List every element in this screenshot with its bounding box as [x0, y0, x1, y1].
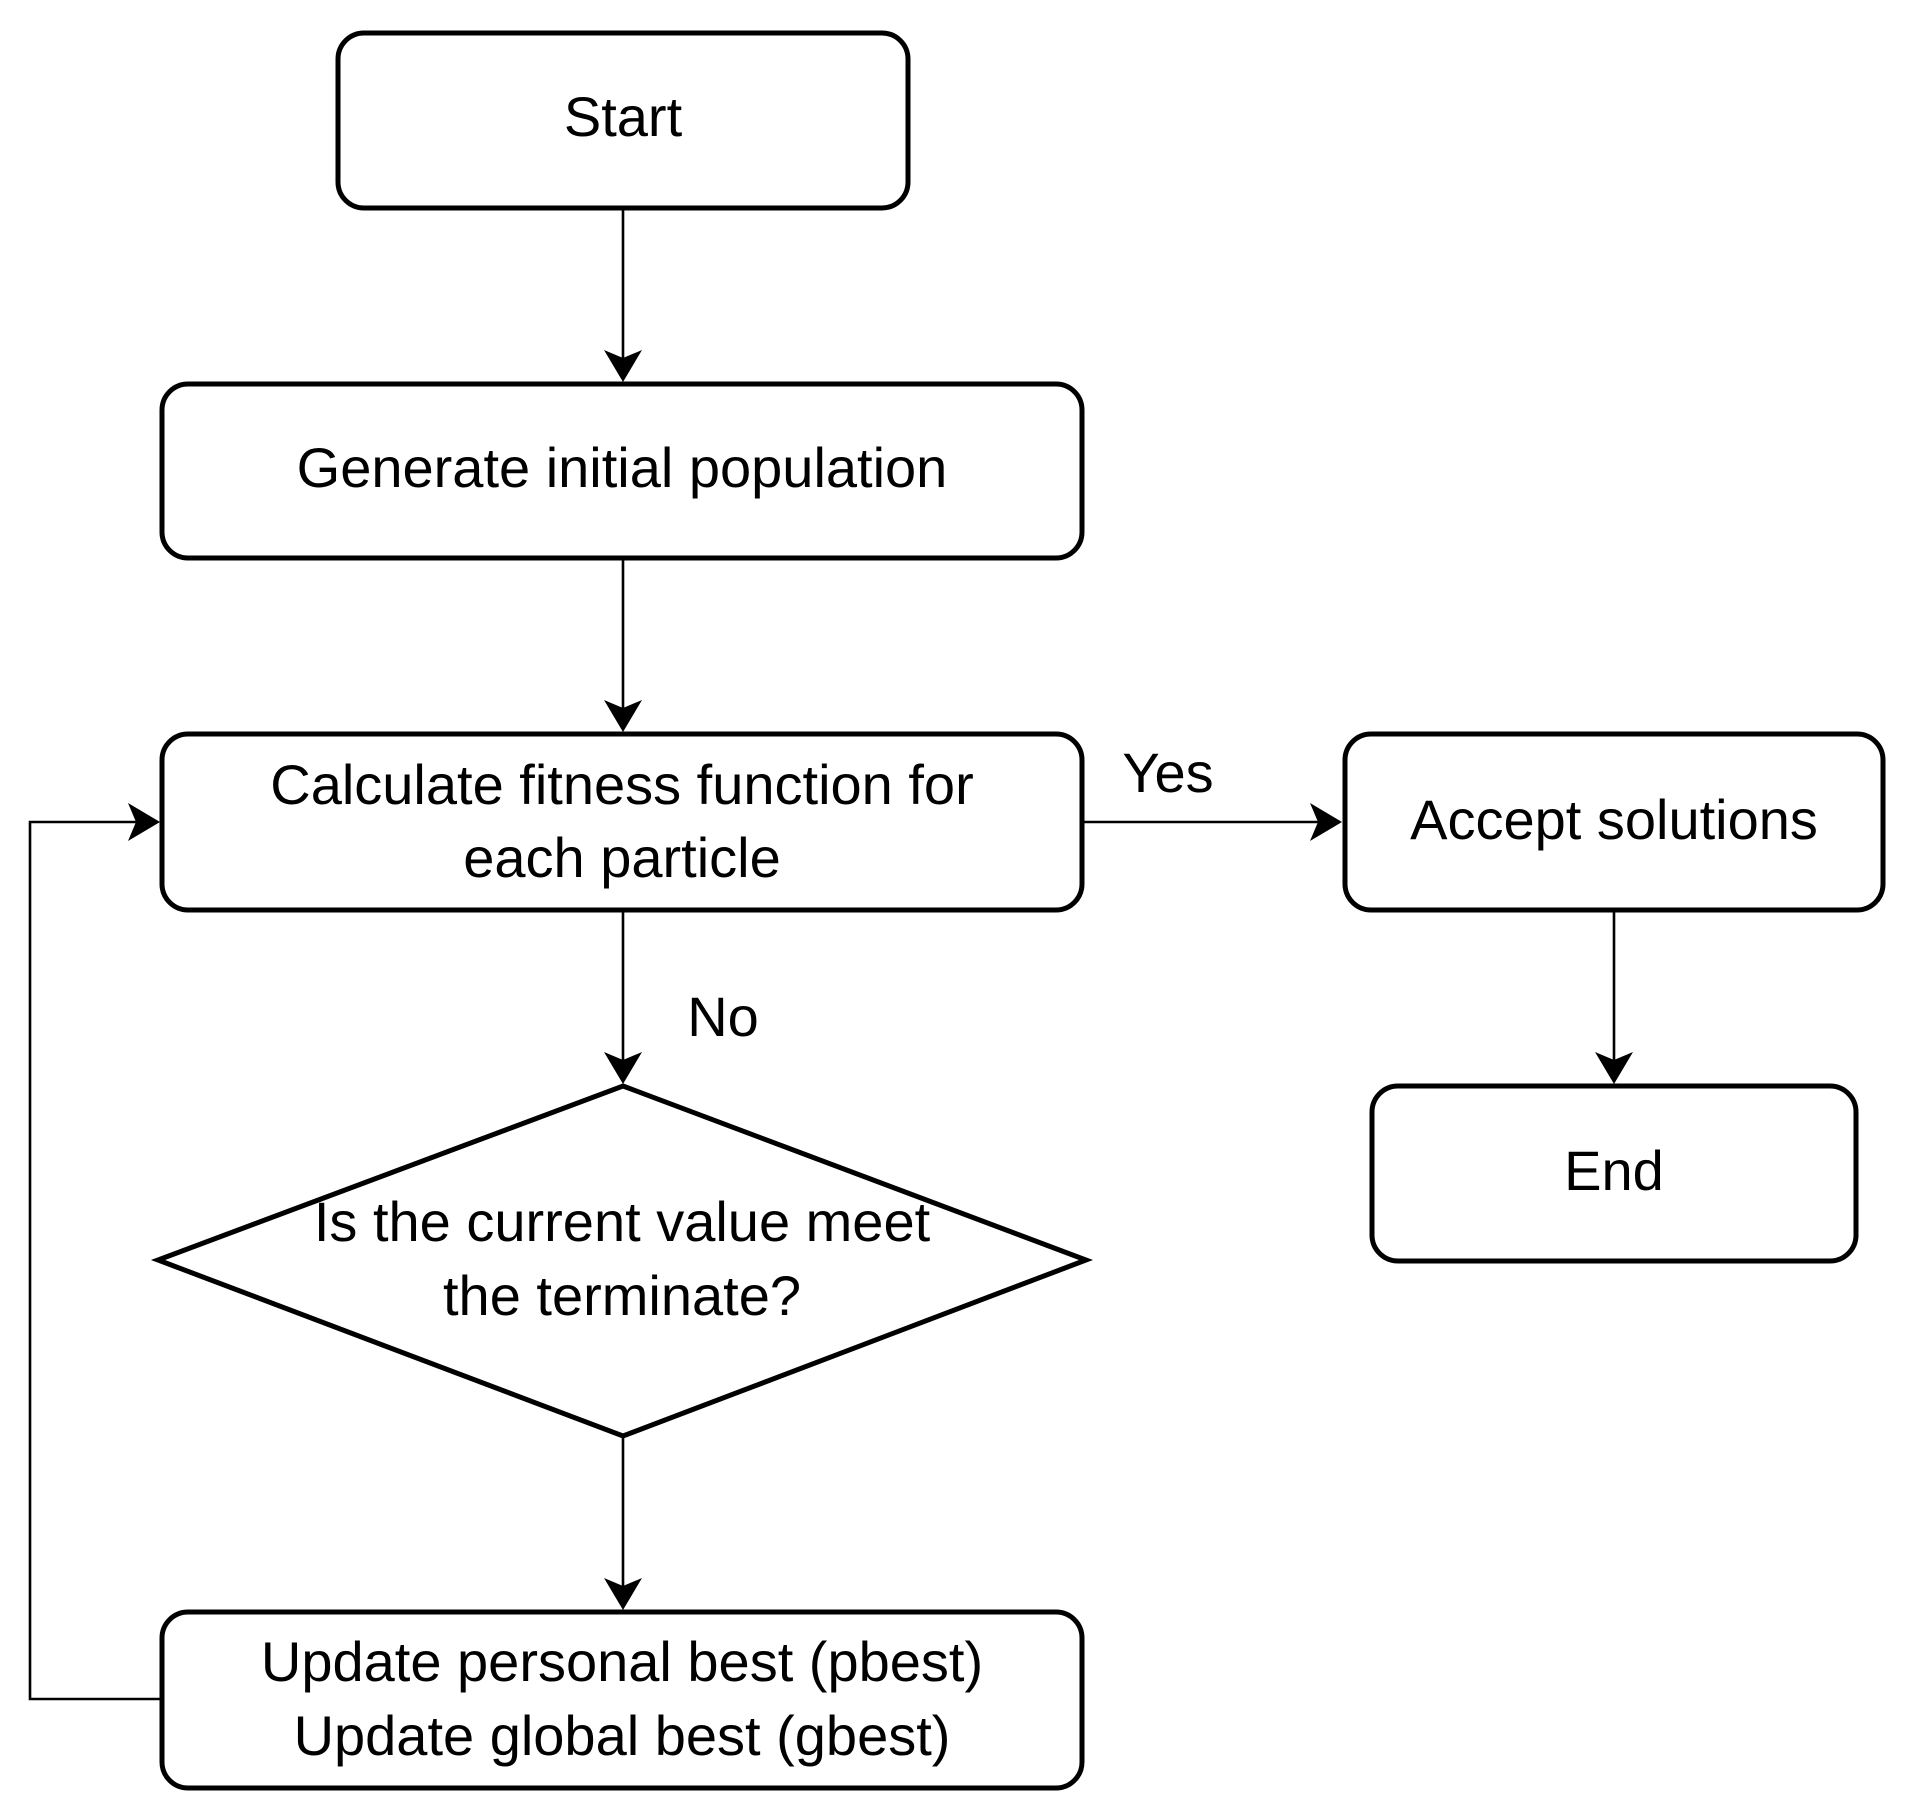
arrow-calculate-to-accept — [1082, 803, 1342, 841]
generate-node: Generate initial population — [159, 381, 1085, 561]
arrow-accept-to-end — [1595, 910, 1633, 1084]
accept-label: Accept solutions — [1410, 788, 1818, 851]
accept-node: Accept solutions — [1342, 731, 1886, 913]
arrow-calculate-to-decision — [604, 910, 642, 1084]
arrow-decision-to-update — [604, 1436, 642, 1610]
arrow-generate-to-calculate — [604, 558, 642, 732]
yes-label: Yes — [1122, 741, 1213, 804]
calculate-label-line2: each particle — [463, 826, 781, 889]
decision-node: Is the current value meet the terminate? — [150, 1083, 1094, 1439]
calculate-label-line1: Calculate fitness function for — [270, 753, 973, 816]
decision-label-line2: the terminate? — [443, 1264, 801, 1327]
generate-label: Generate initial population — [297, 436, 948, 499]
update-node: Update personal best (pbest) Update glob… — [159, 1609, 1085, 1791]
update-label-line2: Update global best (gbest) — [294, 1704, 951, 1767]
decision-label-line1: Is the current value meet — [314, 1190, 931, 1253]
update-label-line1: Update personal best (pbest) — [261, 1630, 983, 1693]
no-label: No — [687, 985, 759, 1048]
no-label-background — [682, 986, 764, 1052]
start-label: Start — [564, 85, 683, 148]
end-node: End — [1369, 1083, 1859, 1264]
arrow-start-to-generate — [604, 208, 642, 382]
arrow-update-loop-to-calculate — [28, 803, 162, 1701]
start-node: Start — [335, 30, 911, 211]
end-label: End — [1564, 1139, 1664, 1202]
calculate-node: Calculate fitness function for each part… — [159, 731, 1085, 913]
